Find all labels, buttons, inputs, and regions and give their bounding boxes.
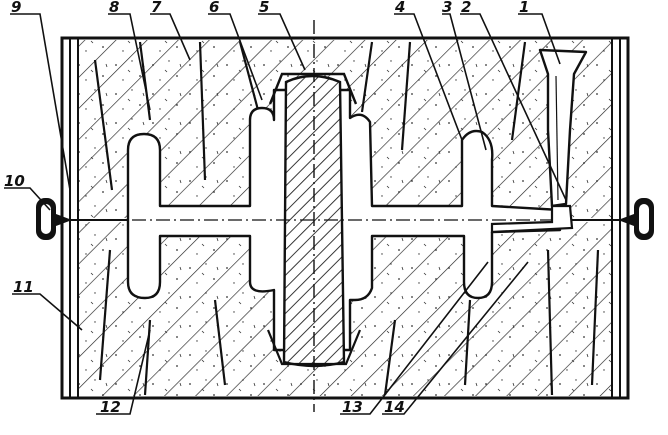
vent-strokes [93, 41, 600, 396]
callout-11: 11 [13, 278, 34, 296]
callout-9: 9 [11, 0, 21, 16]
callout-7: 7 [151, 0, 162, 16]
sprue-inner [555, 75, 559, 201]
flask-clamp-left [36, 198, 72, 240]
flask-walls [69, 38, 621, 398]
callout-3: 3 [442, 0, 452, 16]
callout-13: 13 [342, 398, 363, 416]
callout-8: 8 [109, 0, 119, 16]
callout-10: 10 [4, 172, 25, 190]
callout-5: 5 [259, 0, 269, 16]
flask-clamp-right [618, 198, 654, 240]
core-print-top [268, 72, 358, 105]
callout-4: 4 [394, 0, 405, 16]
leader-lines [4, 13, 567, 415]
callout-12: 12 [100, 398, 121, 416]
callout-1: 1 [519, 0, 529, 16]
callout-14: 14 [384, 398, 405, 416]
callout-2: 2 [461, 0, 471, 16]
gate-channel [490, 204, 574, 234]
callout-6: 6 [209, 0, 219, 16]
